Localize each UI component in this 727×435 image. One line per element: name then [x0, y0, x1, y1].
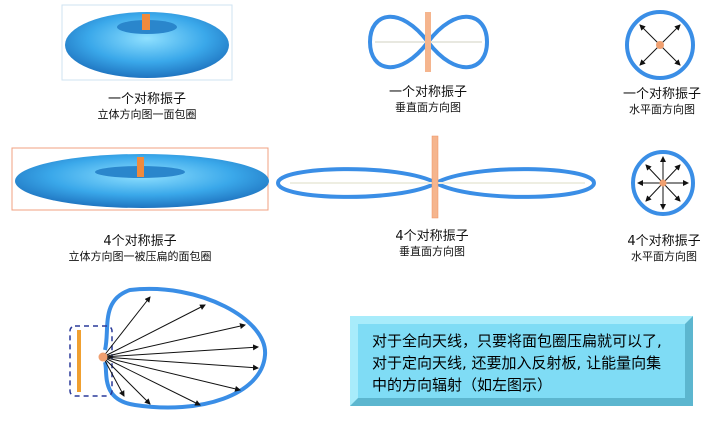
torus-single-dipole: [61, 4, 233, 81]
caption-title: 一个对称振子: [622, 87, 702, 102]
caption-subtitle: 垂直面方向图: [394, 101, 461, 114]
caption-four-vertical: 4个对称振子垂直面方向图: [395, 229, 468, 259]
caption-subtitle: 立体方向图一被压扁的面包圈: [68, 250, 212, 263]
caption-title: 4个对称振子: [395, 229, 469, 244]
horizontal-pattern-single: [625, 10, 695, 80]
caption-title: 一个对称振子: [388, 85, 468, 100]
caption-subtitle: 水平面方向图: [628, 103, 695, 116]
caption-subtitle: 立体方向图一面包圈: [97, 108, 197, 121]
caption-four-3d: 4个对称振子立体方向图一被压扁的面包圈: [69, 234, 212, 264]
caption-title: 4个对称振子: [627, 234, 701, 249]
caption-single-3d: 一个对称振子立体方向图一面包圈: [98, 92, 197, 122]
caption-subtitle: 垂直面方向图: [399, 245, 465, 258]
caption-single-vertical: 一个对称振子垂直面方向图: [389, 85, 467, 115]
torus-four-dipoles: [11, 147, 269, 211]
vertical-pattern-single: [367, 12, 490, 72]
directional-antenna-pattern: [69, 286, 268, 410]
caption-title: 4个对称振子: [103, 234, 177, 249]
caption-single-horizontal: 一个对称振子水平面方向图: [623, 87, 701, 117]
caption-four-horizontal: 4个对称振子水平面方向图: [627, 234, 700, 264]
horizontal-pattern-four: [631, 150, 695, 216]
explanation-note: 对于全向天线，只要将面包圈压扁就可以了, 对于定向天线, 还要加入反射板, 让能…: [350, 316, 693, 406]
vertical-pattern-four: [275, 135, 597, 219]
caption-title: 一个对称振子: [107, 92, 186, 107]
caption-subtitle: 水平面方向图: [631, 250, 697, 263]
